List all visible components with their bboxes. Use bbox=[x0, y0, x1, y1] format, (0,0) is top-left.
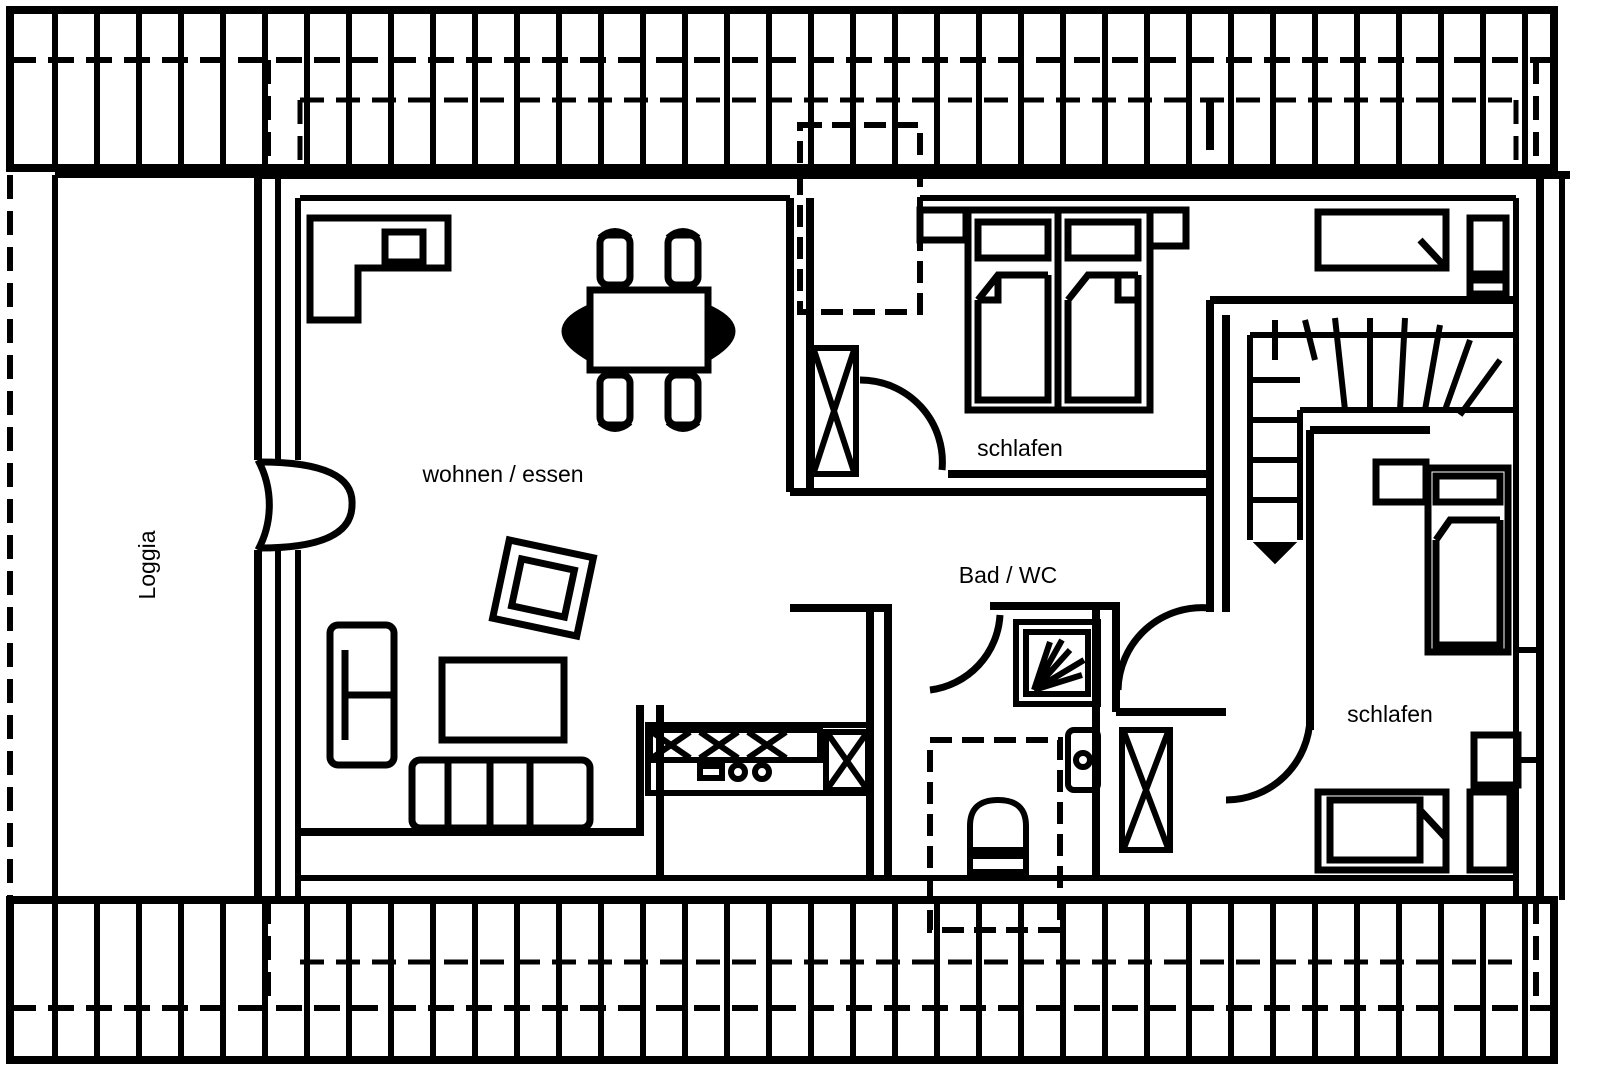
kitchen bbox=[645, 722, 873, 796]
bedroom-top-furniture bbox=[916, 206, 1190, 414]
shafts bbox=[809, 345, 1173, 853]
label-living: wohnen / essen bbox=[421, 461, 583, 487]
skylights bbox=[797, 122, 1063, 933]
loggia bbox=[7, 172, 258, 903]
right-edge bbox=[1206, 100, 1543, 763]
doors bbox=[254, 376, 1314, 804]
living-furniture bbox=[306, 214, 736, 832]
label-loggia: Loggia bbox=[134, 530, 160, 599]
outer-walls bbox=[254, 171, 1570, 900]
roof-top bbox=[6, 6, 1558, 172]
label-bedroom-top: schlafen bbox=[977, 435, 1063, 461]
bath-fixtures bbox=[967, 619, 1101, 875]
label-bathroom: Bad / WC bbox=[959, 562, 1057, 588]
room-labels: Loggia wohnen / essen schlafen Bad / WC … bbox=[134, 435, 1433, 727]
label-bedroom-right: schlafen bbox=[1347, 701, 1433, 727]
staircase bbox=[1247, 317, 1516, 565]
bedroom-right-furniture bbox=[1314, 208, 1522, 874]
roof-bottom bbox=[6, 896, 1558, 1064]
